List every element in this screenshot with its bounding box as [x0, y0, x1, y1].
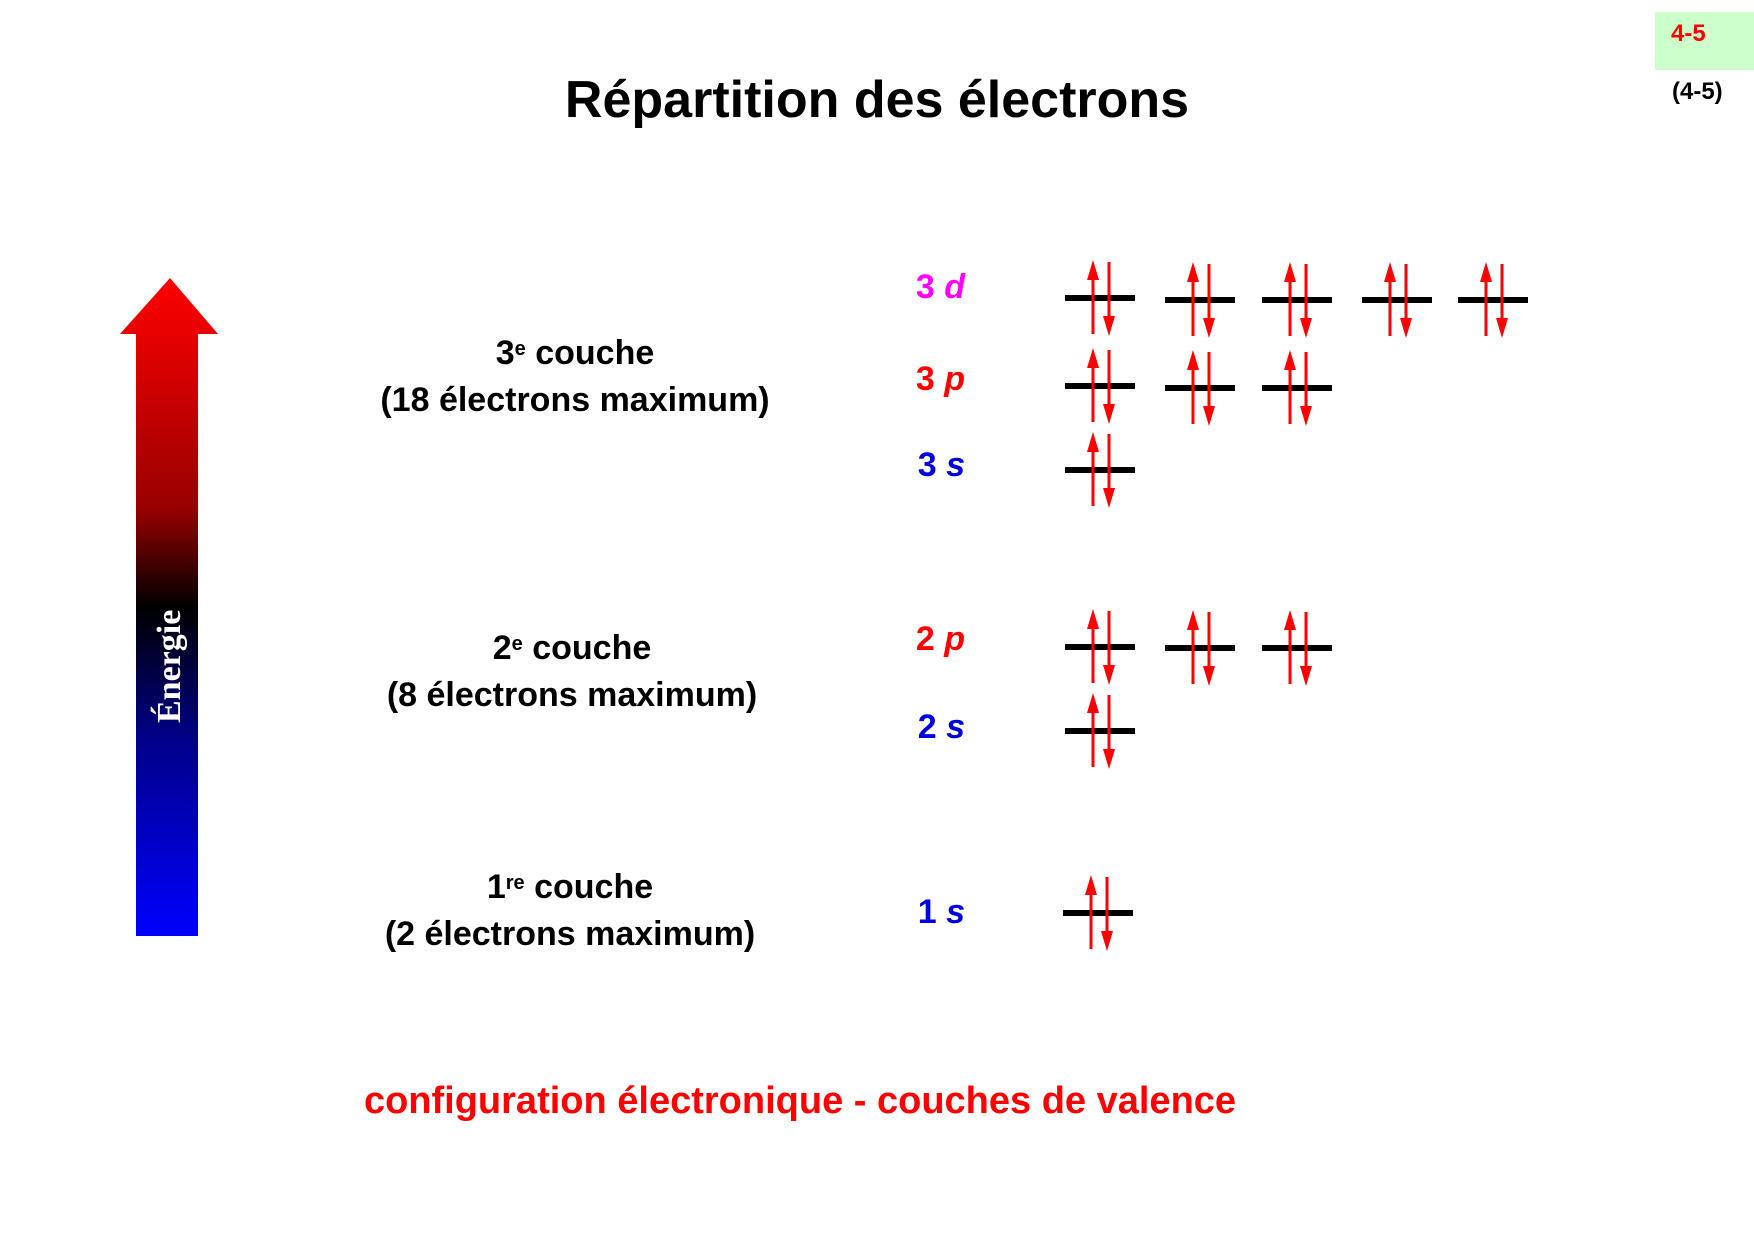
- orbital-label-1s: 1 s: [917, 893, 965, 931]
- orbital-row-3s: [1063, 430, 1137, 510]
- orbital-label-3p: 3 p: [915, 360, 965, 398]
- orbital-row-1s: [1061, 873, 1135, 953]
- orbital-label-3d: 3 d: [915, 268, 965, 306]
- page-tag-label: 4-5: [1671, 20, 1706, 47]
- orbital-row-2p: [1063, 607, 1334, 688]
- shell-3-label: 3e couche (18 électrons maximum): [380, 334, 770, 419]
- svg-text:Énergie: Énergie: [151, 610, 188, 723]
- page-tag: 4-5: [1655, 12, 1754, 70]
- orbital-row-2s: [1063, 691, 1137, 771]
- footer-caption: configuration électronique - couches de …: [363, 1080, 1237, 1122]
- energy-arrow-icon: Énergie: [120, 278, 218, 936]
- orbital-label-3s: 3 s: [917, 446, 965, 484]
- shell-2-label: 2e couche (8 électrons maximum): [386, 629, 758, 714]
- orbital-label-2s: 2 s: [917, 708, 965, 746]
- shell-1-label: 1re couche (2 électrons maximum): [384, 868, 756, 953]
- page-reference: (4-5): [1672, 78, 1723, 105]
- orbital-row-3p: [1063, 346, 1334, 428]
- page-title: Répartition des électrons: [564, 71, 1190, 129]
- orbital-label-2p: 2 p: [915, 620, 965, 658]
- orbital-row-3d: [1063, 258, 1530, 340]
